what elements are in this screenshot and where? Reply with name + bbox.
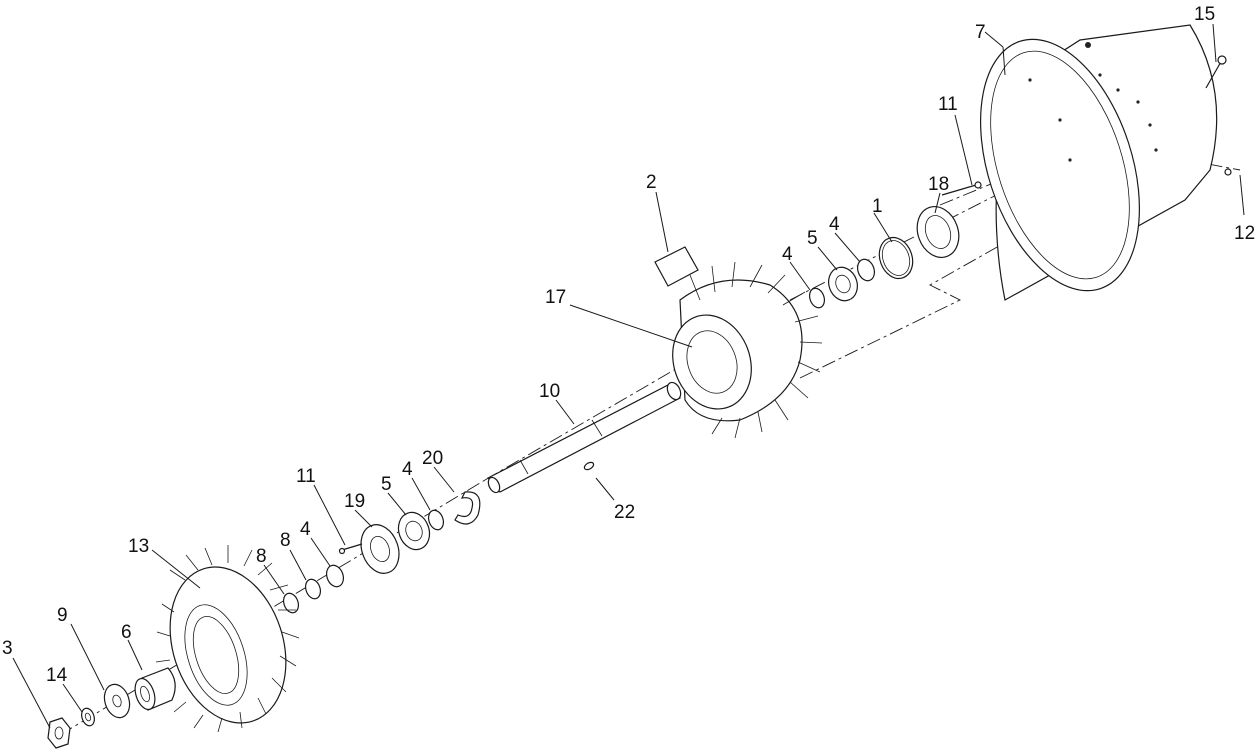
ring-4-lower [325, 564, 345, 588]
bolt-11-lower [338, 543, 363, 555]
bolt-15 [1205, 55, 1227, 89]
snap-ring-20 [454, 491, 481, 525]
washer-14 [81, 707, 95, 727]
callout-3: 3 [2, 638, 13, 659]
callout-1: 1 [872, 196, 883, 217]
callout-11-upper: 11 [938, 94, 958, 115]
key-22 [583, 461, 595, 471]
bearing-housing-19 [360, 524, 400, 574]
ring-8-right [304, 578, 322, 600]
callout-15: 15 [1194, 4, 1215, 25]
callout-2: 2 [646, 172, 657, 193]
shaft-10 [487, 381, 682, 494]
callout-4-lower-mid: 4 [402, 459, 413, 480]
callout-8-right: 8 [280, 530, 291, 551]
ring-1 [878, 236, 914, 280]
bearing-5-lower [397, 511, 431, 551]
upper-fan [672, 261, 823, 439]
callout-20: 20 [422, 448, 443, 469]
callout-5-lower: 5 [381, 474, 392, 495]
fan-13 [155, 545, 300, 733]
washer-9 [103, 683, 131, 719]
callout-7: 7 [975, 22, 986, 43]
callout-4-upper-left: 4 [782, 244, 793, 265]
callout-9: 9 [57, 605, 68, 626]
callout-17: 17 [545, 287, 566, 308]
callout-labels: 1 2 3 4 4 4 4 5 5 6 7 8 8 9 10 11 11 12 … [2, 4, 1255, 686]
spacer-6 [134, 667, 176, 711]
callout-12: 12 [1234, 223, 1255, 244]
callout-13: 13 [128, 536, 149, 557]
callout-18: 18 [928, 174, 949, 195]
bearing-5-upper [828, 266, 858, 302]
ring-4-lower-20 [427, 509, 445, 531]
nut-3 [47, 717, 71, 749]
callout-11-lower: 11 [296, 466, 316, 487]
callout-4-lower-left: 4 [300, 519, 311, 540]
bearing-housing-right [916, 206, 960, 258]
callout-6: 6 [121, 622, 132, 643]
ring-8-left [282, 592, 300, 614]
ring-4-upper-right [856, 258, 876, 282]
callout-14: 14 [46, 665, 68, 686]
callout-5-upper: 5 [807, 228, 818, 249]
pin-12 [1224, 168, 1232, 176]
callout-22: 22 [614, 502, 635, 523]
callout-8-left: 8 [256, 546, 267, 567]
ring-4-upper-left [808, 287, 826, 309]
callout-19: 19 [344, 491, 365, 512]
callout-4-upper-right: 4 [829, 214, 840, 235]
leader-lines [12, 23, 1245, 729]
label-block-2 [654, 246, 699, 287]
housing-drum [980, 24, 1218, 301]
callout-10: 10 [539, 381, 560, 402]
bolt-11-upper [941, 181, 982, 196]
